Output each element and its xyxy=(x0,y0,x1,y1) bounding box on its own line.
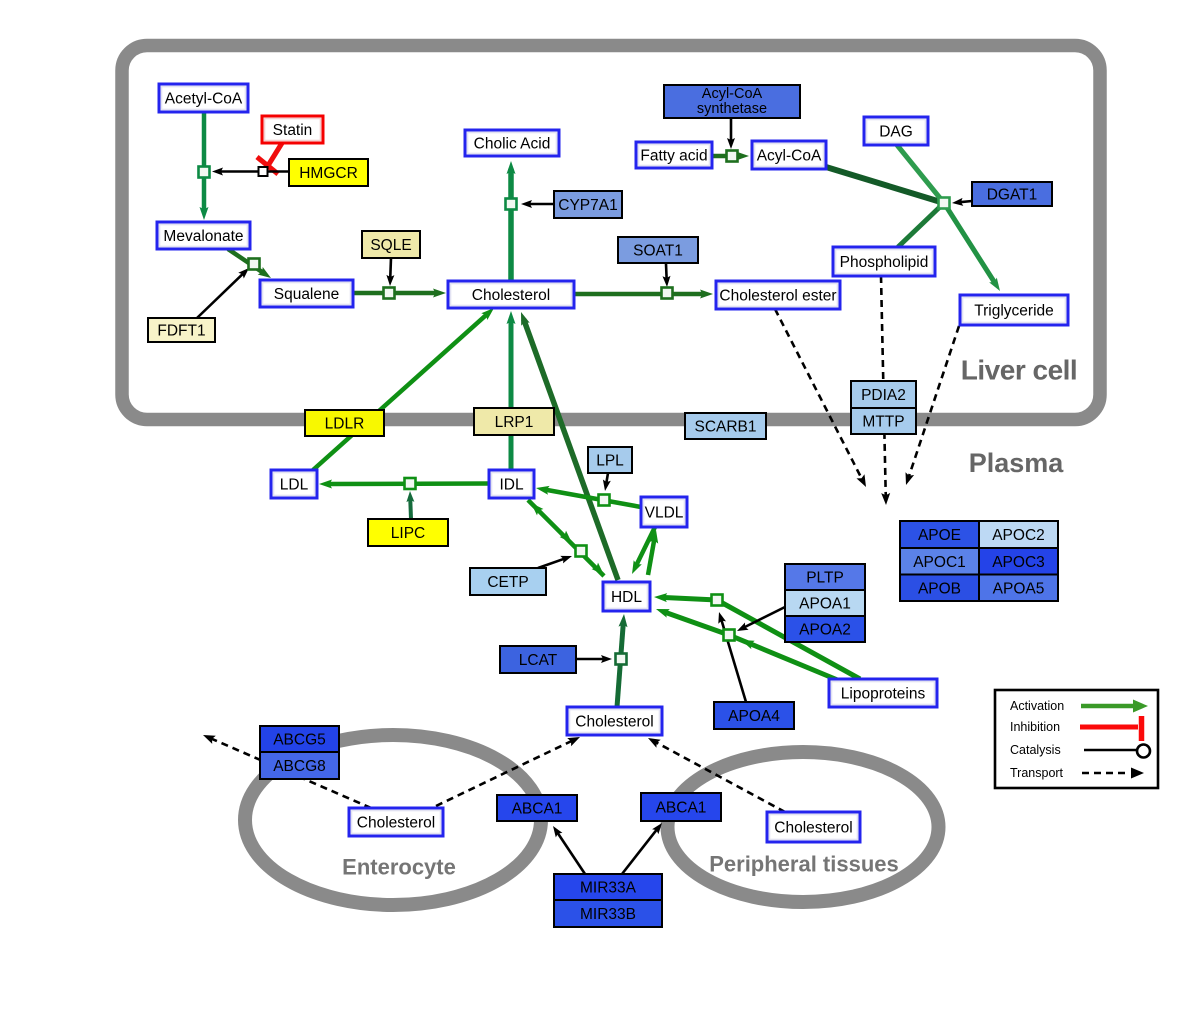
svg-text:Catalysis: Catalysis xyxy=(1010,743,1061,757)
svg-text:Acetyl-CoA: Acetyl-CoA xyxy=(165,91,243,108)
svg-text:Mevalonate: Mevalonate xyxy=(163,228,243,245)
svg-text:ABCA1: ABCA1 xyxy=(656,800,707,817)
svg-text:Plasma: Plasma xyxy=(969,448,1065,478)
svg-text:LCAT: LCAT xyxy=(519,652,558,669)
svg-text:Enterocyte: Enterocyte xyxy=(342,855,456,880)
svg-text:LDLR: LDLR xyxy=(325,416,365,433)
svg-text:Acyl-CoA: Acyl-CoA xyxy=(702,86,763,102)
svg-text:HDL: HDL xyxy=(611,589,642,606)
svg-text:ABCG5: ABCG5 xyxy=(273,732,326,749)
svg-text:LPL: LPL xyxy=(596,453,624,470)
svg-text:CETP: CETP xyxy=(487,574,528,591)
svg-text:SOAT1: SOAT1 xyxy=(633,243,683,260)
svg-text:Cholic Acid: Cholic Acid xyxy=(474,136,551,153)
svg-text:APOE: APOE xyxy=(918,527,961,544)
svg-text:synthetase: synthetase xyxy=(697,101,767,117)
svg-text:Cholesterol: Cholesterol xyxy=(357,815,435,832)
svg-text:APOA5: APOA5 xyxy=(993,580,1045,597)
svg-text:LDL: LDL xyxy=(280,477,309,494)
svg-text:PDIA2: PDIA2 xyxy=(861,387,906,404)
svg-text:Inhibition: Inhibition xyxy=(1010,720,1060,734)
svg-text:Transport: Transport xyxy=(1010,766,1064,780)
svg-text:APOC3: APOC3 xyxy=(992,554,1045,571)
svg-text:LIPC: LIPC xyxy=(391,525,425,542)
svg-text:Squalene: Squalene xyxy=(274,286,340,303)
svg-text:FDFT1: FDFT1 xyxy=(157,323,205,340)
svg-text:DAG: DAG xyxy=(879,124,913,141)
svg-text:ABCA1: ABCA1 xyxy=(512,801,563,818)
svg-text:APOA1: APOA1 xyxy=(799,596,851,613)
svg-text:VLDL: VLDL xyxy=(645,505,684,522)
svg-text:Statin: Statin xyxy=(273,122,313,139)
svg-text:DGAT1: DGAT1 xyxy=(987,187,1038,204)
svg-text:Activation: Activation xyxy=(1010,699,1064,713)
svg-text:Lipoproteins: Lipoproteins xyxy=(841,686,926,703)
svg-text:APOA2: APOA2 xyxy=(799,622,851,639)
svg-text:MTTP: MTTP xyxy=(862,414,904,431)
svg-text:APOA4: APOA4 xyxy=(728,708,780,725)
svg-text:IDL: IDL xyxy=(499,477,524,494)
svg-text:CYP7A1: CYP7A1 xyxy=(558,197,617,214)
svg-text:SQLE: SQLE xyxy=(370,237,411,254)
svg-text:ABCG8: ABCG8 xyxy=(273,758,326,775)
svg-text:HMGCR: HMGCR xyxy=(299,165,358,182)
svg-text:MIR33B: MIR33B xyxy=(580,906,636,923)
svg-text:Cholesterol ester: Cholesterol ester xyxy=(719,288,836,305)
svg-text:Phospholipid: Phospholipid xyxy=(840,254,929,271)
svg-text:Cholesterol: Cholesterol xyxy=(774,820,852,837)
svg-text:LRP1: LRP1 xyxy=(495,414,534,431)
svg-text:APOC1: APOC1 xyxy=(913,554,966,571)
svg-text:Acyl-CoA: Acyl-CoA xyxy=(757,148,822,165)
svg-text:APOB: APOB xyxy=(918,580,961,597)
svg-text:Cholesterol: Cholesterol xyxy=(575,714,653,731)
svg-text:Fatty acid: Fatty acid xyxy=(640,148,707,165)
svg-text:Peripheral tissues: Peripheral tissues xyxy=(709,852,899,877)
svg-text:MIR33A: MIR33A xyxy=(580,880,637,897)
svg-text:SCARB1: SCARB1 xyxy=(694,419,756,436)
svg-text:PLTP: PLTP xyxy=(806,570,844,587)
svg-text:Triglyceride: Triglyceride xyxy=(974,303,1054,320)
svg-text:Cholesterol: Cholesterol xyxy=(472,287,550,304)
svg-text:APOC2: APOC2 xyxy=(992,527,1045,544)
svg-text:Liver cell: Liver cell xyxy=(961,355,1077,386)
